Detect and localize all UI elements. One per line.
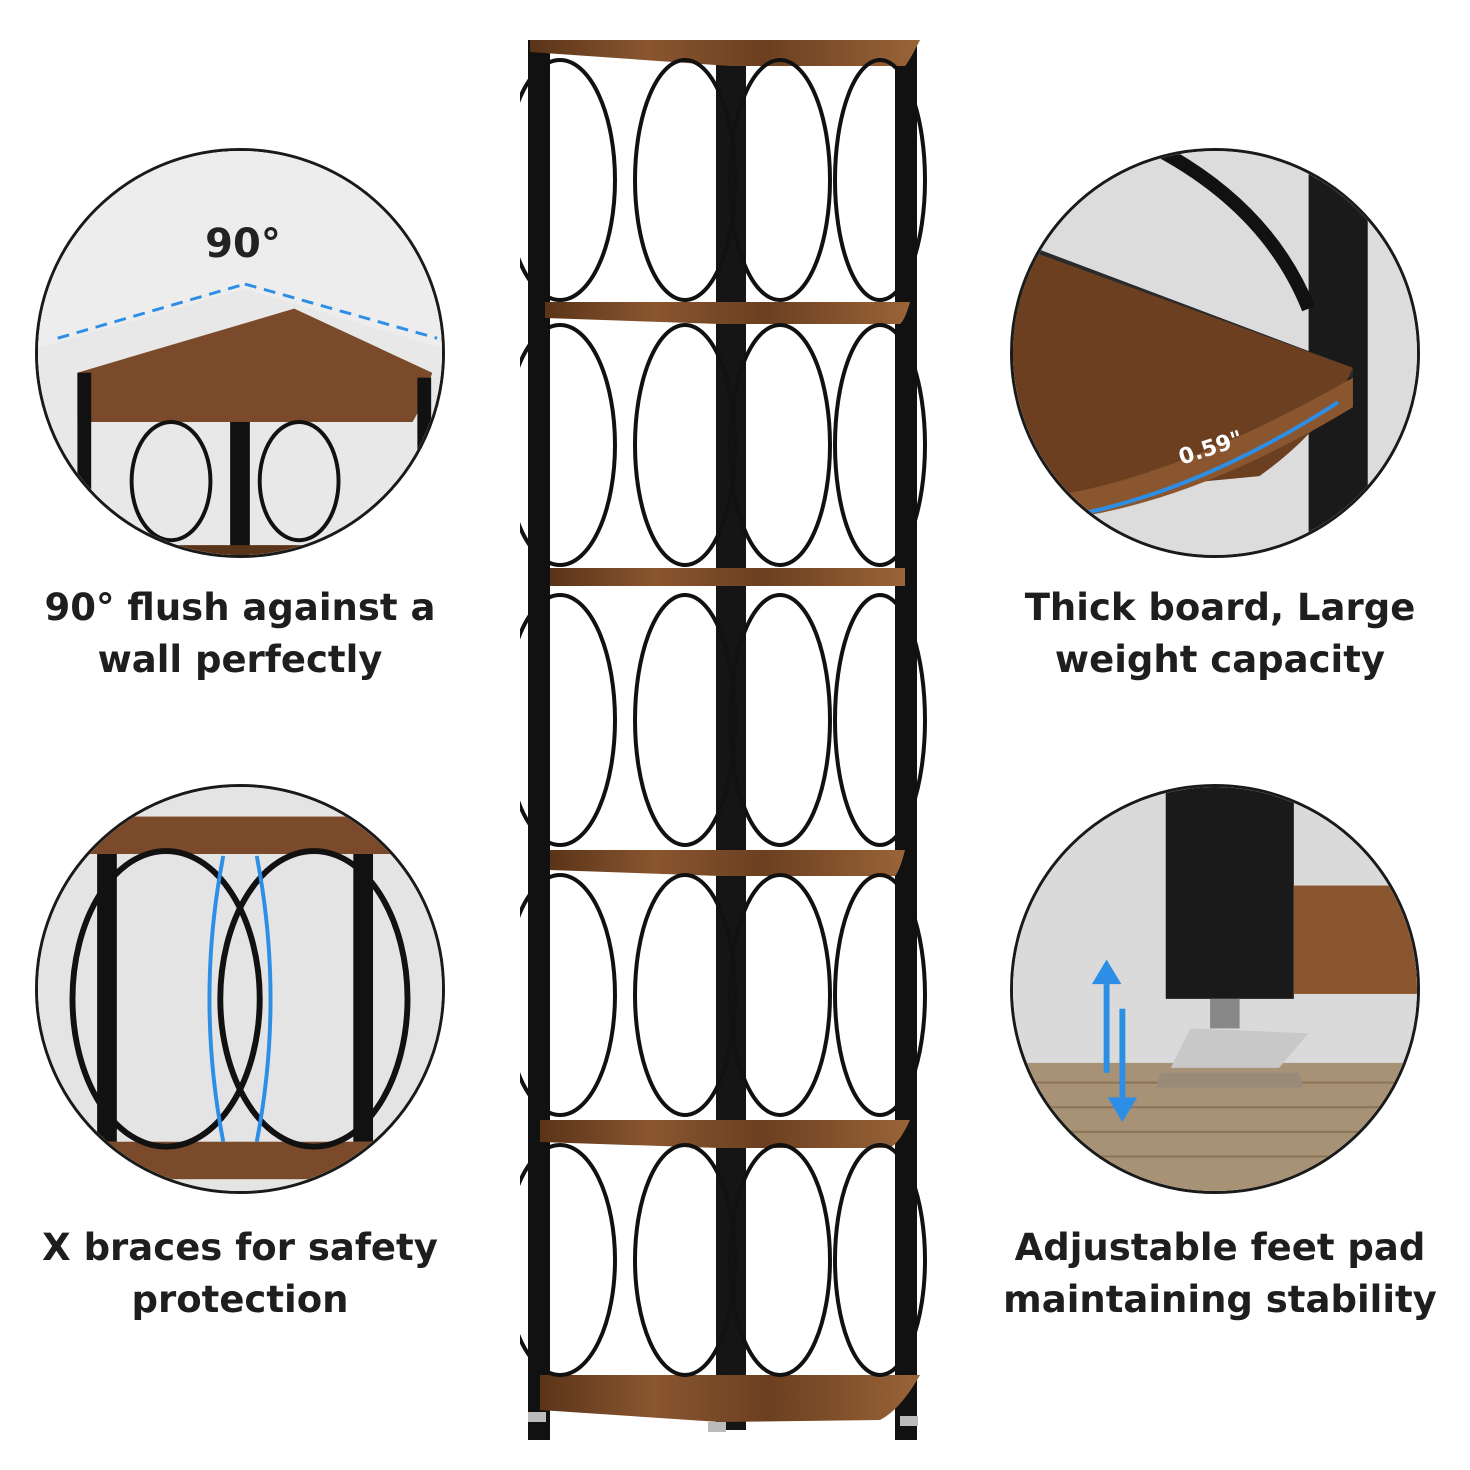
braces-detail-image <box>38 787 442 1191</box>
callout-feet-detail <box>1010 784 1420 1194</box>
callout-corner-detail: 90° <box>35 148 445 558</box>
caption-board-line1: Thick board, Large <box>1024 586 1416 629</box>
left-post <box>528 40 550 1440</box>
shelf-boards <box>530 40 920 1422</box>
board-detail-image <box>1013 151 1417 555</box>
caption-feet: Adjustable feet pad maintaining stabilit… <box>990 1222 1450 1326</box>
caption-braces: X braces for safety protection <box>10 1222 470 1326</box>
corner-detail-image <box>38 151 442 555</box>
caption-feet-line1: Adjustable feet pad <box>1014 1226 1426 1269</box>
angle-label: 90° <box>205 221 281 267</box>
caption-braces-line2: protection <box>131 1278 349 1321</box>
caption-board-line2: weight capacity <box>1054 638 1386 681</box>
feet-detail-image <box>1013 787 1417 1191</box>
corner-shelf-product <box>503 30 940 1450</box>
caption-braces-line1: X braces for safety <box>42 1226 438 1269</box>
corner-shelf-drawing <box>503 40 927 1440</box>
caption-corner-line2: wall perfectly <box>97 638 383 681</box>
callout-braces-detail <box>35 784 445 1194</box>
callout-board-detail: 0.59" <box>1010 148 1420 558</box>
caption-corner-line1: 90° flush against a <box>44 586 436 629</box>
caption-corner: 90° flush against a wall perfectly <box>10 582 470 686</box>
caption-board: Thick board, Large weight capacity <box>990 582 1450 686</box>
caption-feet-line2: maintaining stability <box>1003 1278 1437 1321</box>
shelf-feet <box>528 1412 918 1432</box>
right-post <box>895 40 917 1440</box>
